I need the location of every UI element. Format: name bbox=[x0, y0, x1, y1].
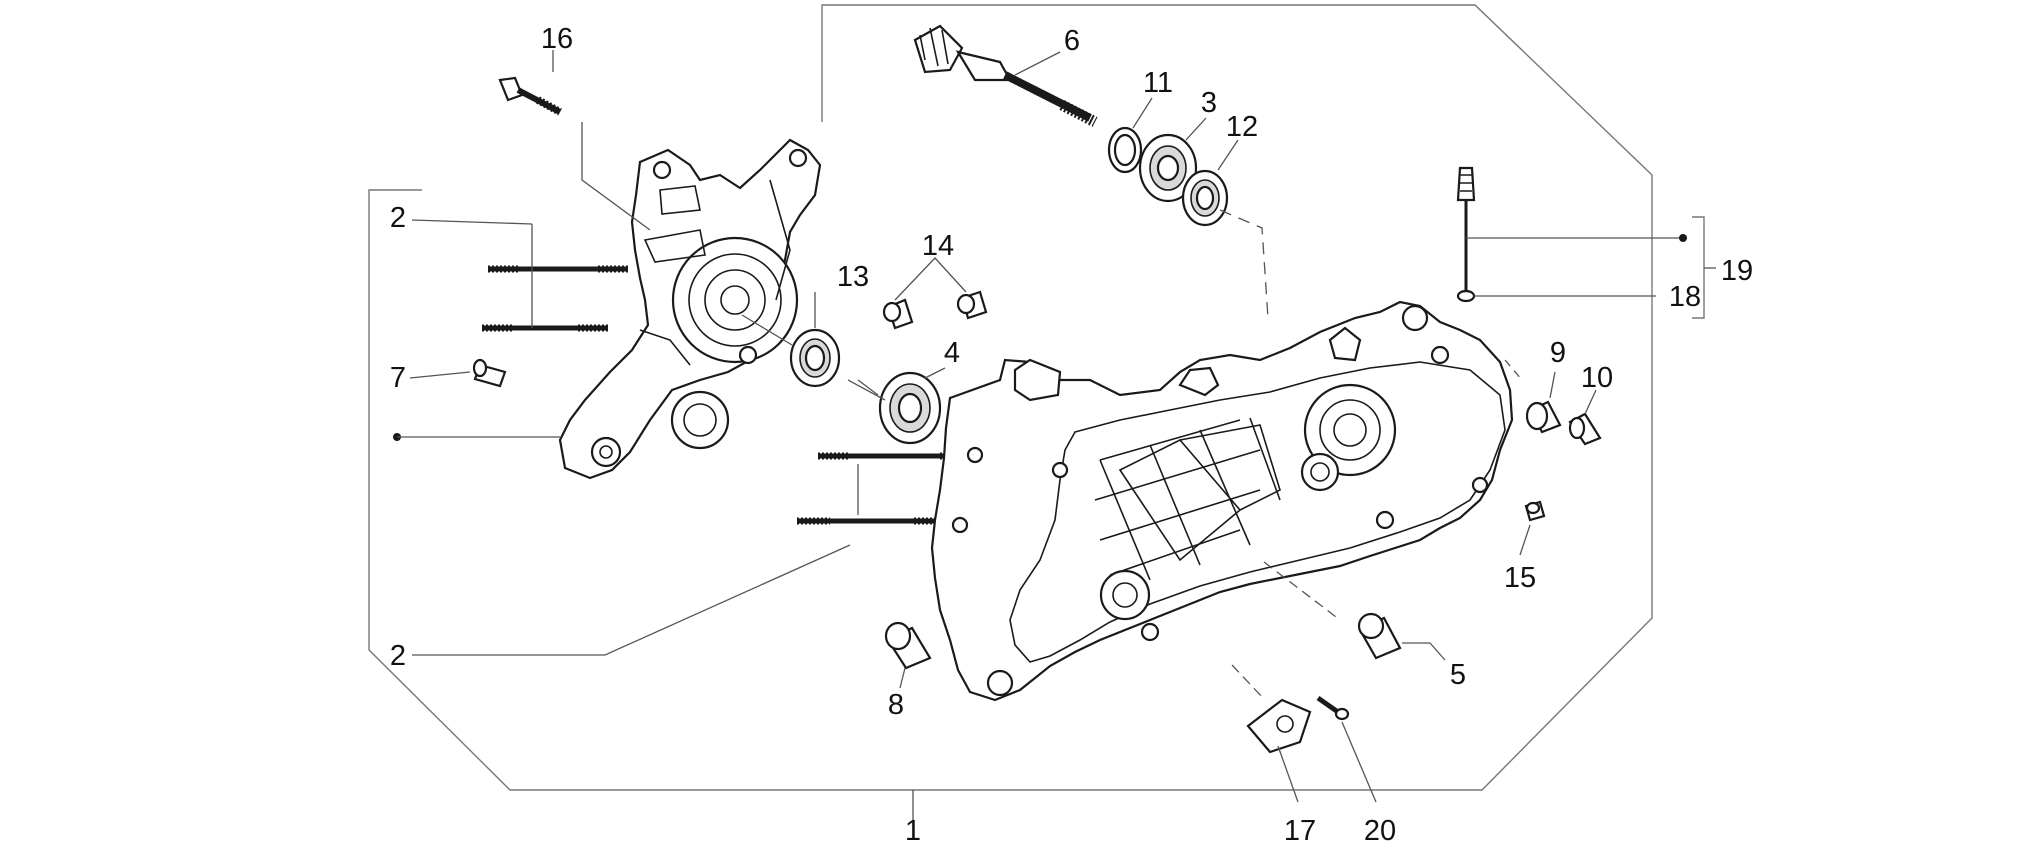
callout-6: 6 bbox=[1064, 25, 1080, 57]
screw-20 bbox=[1316, 695, 1350, 721]
callout-2b-leader bbox=[412, 544, 851, 656]
callout-11-leader bbox=[1132, 97, 1153, 129]
left-crankcase-half bbox=[558, 138, 822, 480]
callout-4: 4 bbox=[944, 337, 960, 369]
callout-9-leader bbox=[1549, 371, 1556, 399]
bearing-3 bbox=[1138, 133, 1198, 203]
dowels-14 bbox=[882, 290, 988, 330]
callout-12: 12 bbox=[1226, 111, 1258, 143]
callout-15: 15 bbox=[1504, 562, 1536, 594]
dowel-5 bbox=[1357, 612, 1402, 660]
callout-1: 1 bbox=[905, 815, 921, 846]
callout-8-leader bbox=[899, 667, 906, 689]
callout-14-leader bbox=[894, 257, 967, 301]
callout-7: 7 bbox=[390, 362, 406, 394]
bushing-9 bbox=[1525, 400, 1562, 434]
bearing-4-axis bbox=[847, 379, 886, 401]
right-crankcase bbox=[930, 300, 1514, 702]
bushing-9-axis bbox=[1504, 359, 1523, 381]
callout-9: 9 bbox=[1550, 337, 1566, 369]
callout-20: 20 bbox=[1364, 815, 1396, 846]
callout-16: 16 bbox=[541, 23, 573, 55]
axis-line-4 bbox=[857, 379, 879, 396]
callout-16-leader-b bbox=[581, 122, 651, 231]
bearing-4 bbox=[878, 371, 942, 445]
dowel-15 bbox=[1524, 500, 1546, 522]
stud-pair-upper bbox=[482, 265, 628, 332]
callout-15-leader bbox=[1519, 524, 1531, 556]
callout-10: 10 bbox=[1581, 362, 1613, 394]
callout-7-leader bbox=[409, 371, 471, 379]
ring-11 bbox=[1107, 126, 1143, 174]
callout-2a: 2 bbox=[390, 202, 406, 234]
callout-19: 19 bbox=[1721, 255, 1753, 287]
bracket-17-axis bbox=[1231, 664, 1266, 701]
callout-13: 13 bbox=[837, 261, 869, 293]
callout-8: 8 bbox=[888, 689, 904, 721]
callout-20-leader bbox=[1341, 721, 1377, 803]
dipstick-18 bbox=[1456, 166, 1476, 303]
callout-10-leader bbox=[1584, 389, 1597, 415]
callout-2a-leader bbox=[411, 219, 533, 225]
bolt-16 bbox=[498, 76, 562, 116]
callout-17: 17 bbox=[1284, 815, 1316, 846]
callout-3: 3 bbox=[1201, 87, 1217, 119]
reference-dot-right bbox=[1679, 234, 1687, 242]
oil-seal-12 bbox=[1181, 169, 1229, 227]
callout-5-leader bbox=[1402, 642, 1446, 661]
bracket-17 bbox=[1246, 698, 1312, 754]
callout-2b: 2 bbox=[390, 640, 406, 672]
seal-12-axis bbox=[1219, 209, 1269, 319]
callout-5: 5 bbox=[1450, 659, 1466, 691]
callout-3-leader bbox=[1185, 117, 1207, 141]
callout-14: 14 bbox=[922, 230, 954, 262]
seal-13-axis bbox=[741, 314, 793, 346]
callout-11: 11 bbox=[1143, 67, 1173, 99]
pin-10 bbox=[1568, 412, 1602, 446]
callout-17-leader bbox=[1277, 745, 1299, 803]
bushing-8 bbox=[884, 621, 932, 670]
callout-12-leader bbox=[1217, 139, 1239, 171]
oil-seal-13 bbox=[789, 328, 841, 388]
shaft-6 bbox=[913, 24, 1098, 127]
callout-4-leader bbox=[924, 367, 946, 379]
callout-6-leader bbox=[1014, 51, 1061, 76]
dowel-7 bbox=[472, 358, 507, 388]
assembly-group-border-1 bbox=[368, 4, 1653, 791]
callout-18: 18 bbox=[1669, 281, 1701, 313]
